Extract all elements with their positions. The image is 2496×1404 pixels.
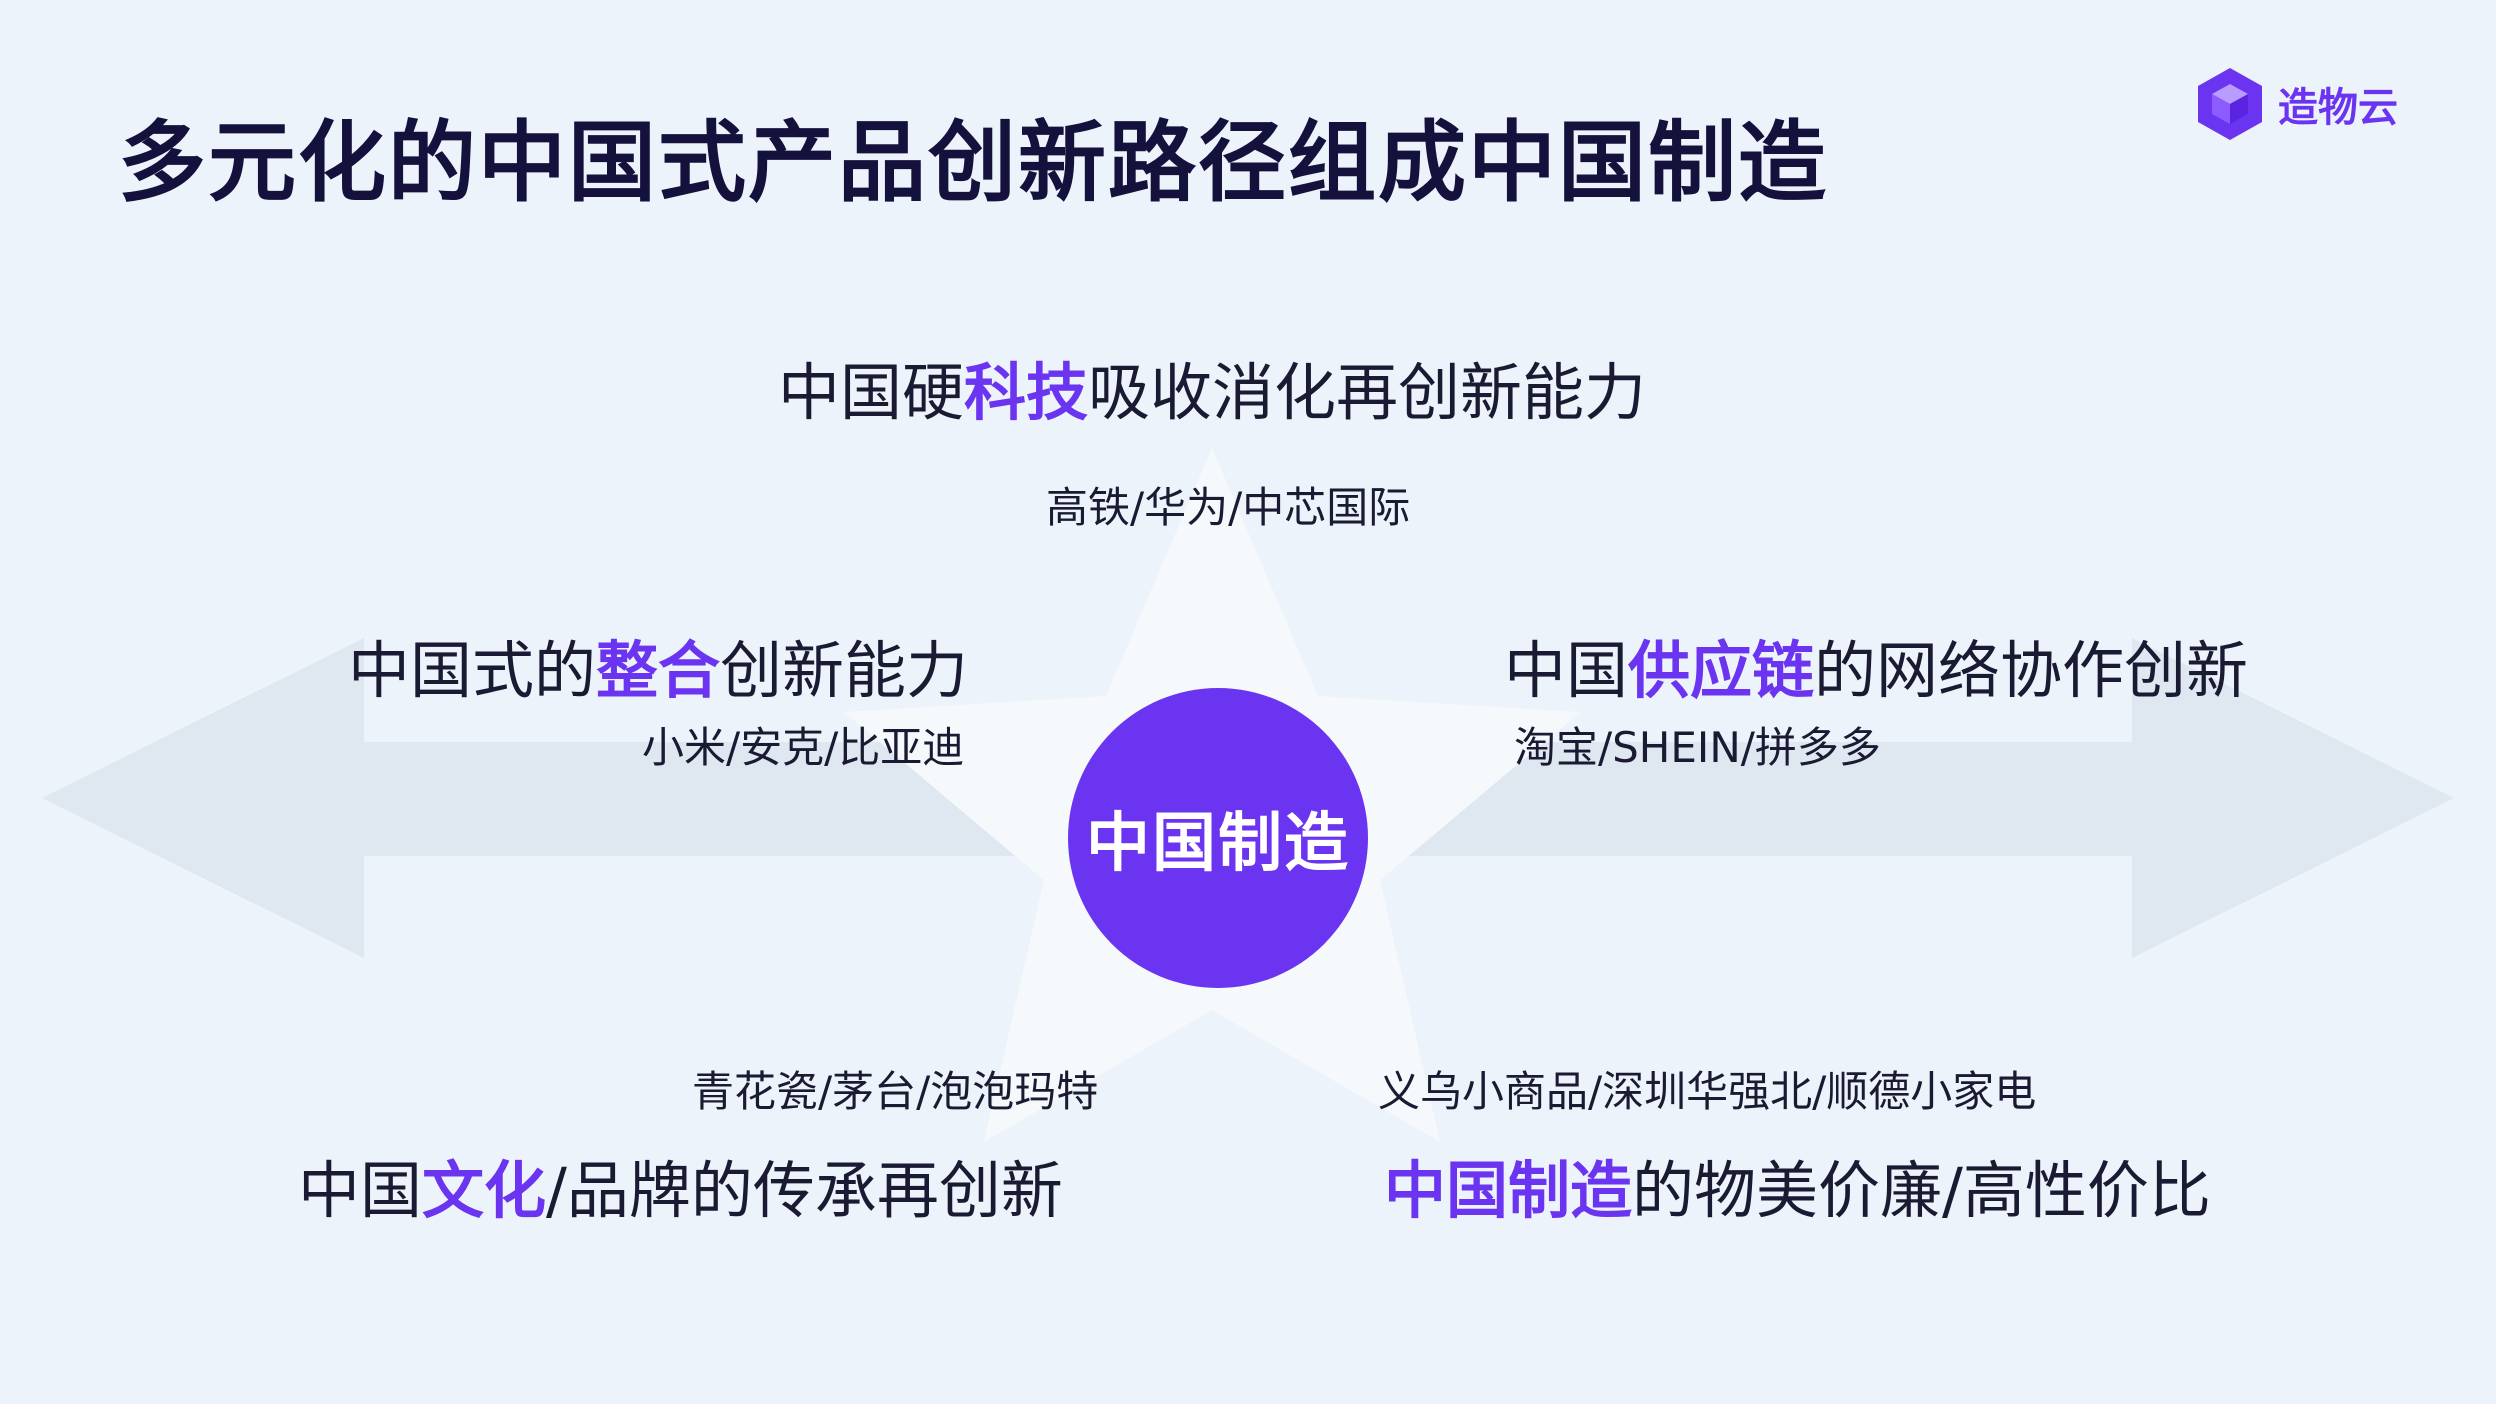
path-right-heading: 中国供应链的网络协作创新 xyxy=(1504,620,2248,710)
path-right-post: 的网络协作创新 xyxy=(1814,634,2249,707)
path-left-pre: 中国式的 xyxy=(348,634,597,707)
path-bottom-left-highlight: 文化 xyxy=(422,1154,547,1227)
path-bottom-right-heading: 中国制造的物美价廉/高性价比 xyxy=(1384,1140,2211,1230)
center-circle: 中国制造 xyxy=(1068,688,1368,988)
path-bottom-right-examples: 义乌小商品/深圳华强北/顺德小家电 xyxy=(1378,1067,2037,1116)
cube-logo-icon xyxy=(2198,68,2262,140)
path-top-post: 吸收消化再创新能力 xyxy=(1088,356,1647,429)
path-top-heading: 中国硬科技吸收消化再创新能力 xyxy=(778,342,1646,432)
path-right-pre: 中国 xyxy=(1504,634,1629,707)
path-top-examples: 高铁/华为/中芯国际 xyxy=(1046,483,1411,532)
page-title: 多元化的中国式产品创新路径组成中国制造 xyxy=(118,111,1829,214)
path-bottom-left-examples: 青花瓷/茅台/泡泡玛特 xyxy=(692,1067,1099,1116)
path-left-examples: 小米/安克/比亚迪 xyxy=(642,723,965,772)
path-left-post: 创新能力 xyxy=(720,634,969,707)
path-bottom-left-heading: 中国文化/品牌的传承再创新 xyxy=(298,1140,1063,1230)
path-left-highlight: 整合 xyxy=(596,634,721,707)
path-left-heading: 中国式的整合创新能力 xyxy=(348,620,968,710)
path-bottom-right-post: 的物美价廉/高性价比 xyxy=(1632,1154,2211,1227)
path-right-highlight: 供应链 xyxy=(1628,634,1815,707)
path-bottom-left-pre: 中国 xyxy=(298,1154,423,1227)
path-top-pre: 中国硬 xyxy=(778,356,965,429)
logo-text: 造物云 xyxy=(2278,85,2398,131)
path-bottom-right-highlight: 中国制造 xyxy=(1384,1154,1633,1227)
center-label: 中国制造 xyxy=(1086,807,1350,881)
path-right-examples: 淘宝/SHEIN/拼多多 xyxy=(1514,723,1881,772)
brand-logo: 造物云 xyxy=(2196,64,2398,144)
path-top-highlight: 科技 xyxy=(964,356,1089,429)
path-bottom-left-post: /品牌的传承再创新 xyxy=(546,1154,1063,1227)
